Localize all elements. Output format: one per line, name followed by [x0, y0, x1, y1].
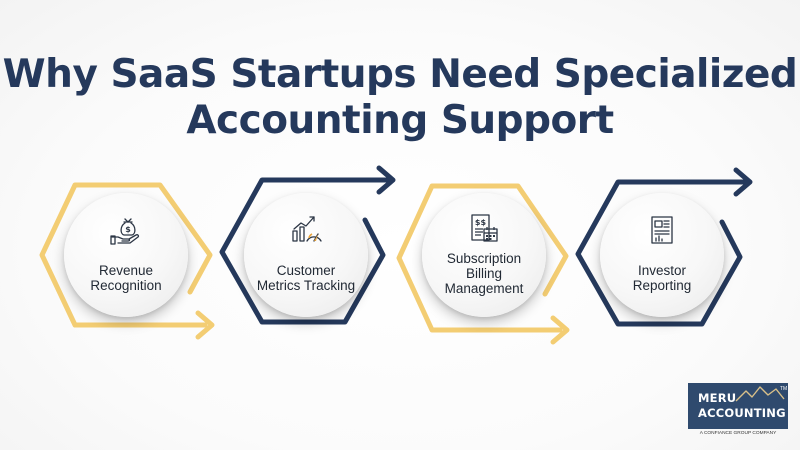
logo-line-2: ACCOUNTING [698, 406, 786, 420]
svg-text:$: $ [125, 225, 131, 234]
svg-text:$$: $$ [475, 218, 487, 227]
title-line-2: Accounting Support [186, 98, 614, 143]
chart-gauge-icon [292, 216, 322, 242]
step-subscription-billing-management: $$ Subscription Billing Management [422, 193, 546, 317]
step-1-line-1: Revenue [98, 263, 154, 278]
frame-step-4 [575, 179, 748, 327]
logo-tagline: A CONFIANCE GROUP COMPANY [699, 431, 777, 436]
step-3-line-1: Subscription [446, 251, 522, 266]
logo-box: MERU ACCOUNTING TM [688, 383, 788, 429]
frame-step-2 [219, 177, 391, 325]
step-2-line-1: Customer [276, 263, 336, 278]
frame-step-1 [39, 182, 213, 328]
step-4-line-1: Investor [637, 263, 687, 278]
title-line-1: Why SaaS Startups Need Specialized [2, 52, 798, 97]
step-1-line-2: Recognition [90, 278, 162, 293]
mountain-peaks-icon [735, 386, 785, 402]
step-revenue-recognition: $ Revenue Recognition [64, 193, 188, 317]
step-3-line-2: Billing [465, 266, 503, 281]
arrowhead-step-4 [733, 167, 753, 197]
invoice-calendar-icon: $$ [471, 214, 498, 242]
arrowhead-step-3 [550, 315, 570, 345]
step-2-line-2: Metrics Tracking [256, 278, 356, 293]
arrowhead-step-1 [195, 310, 215, 340]
step-customer-metrics-tracking: Customer Metrics Tracking [244, 193, 368, 317]
meru-accounting-logo: MERU ACCOUNTING TM A CONFIANCE GROUP COM… [684, 383, 792, 441]
arrowhead-step-2 [376, 165, 396, 195]
step-investor-reporting: Investor Reporting [600, 193, 724, 317]
page-title: Why SaaS Startups Need Specialized Accou… [0, 52, 800, 144]
step-4-line-2: Reporting [632, 278, 692, 293]
logo-line-1: MERU [698, 391, 737, 405]
report-document-icon [651, 216, 673, 244]
money-bag-hand-icon: $ [110, 218, 140, 245]
logo-trademark: TM [780, 386, 788, 392]
frame-step-3 [396, 183, 569, 333]
step-3-line-3: Management [444, 281, 524, 296]
